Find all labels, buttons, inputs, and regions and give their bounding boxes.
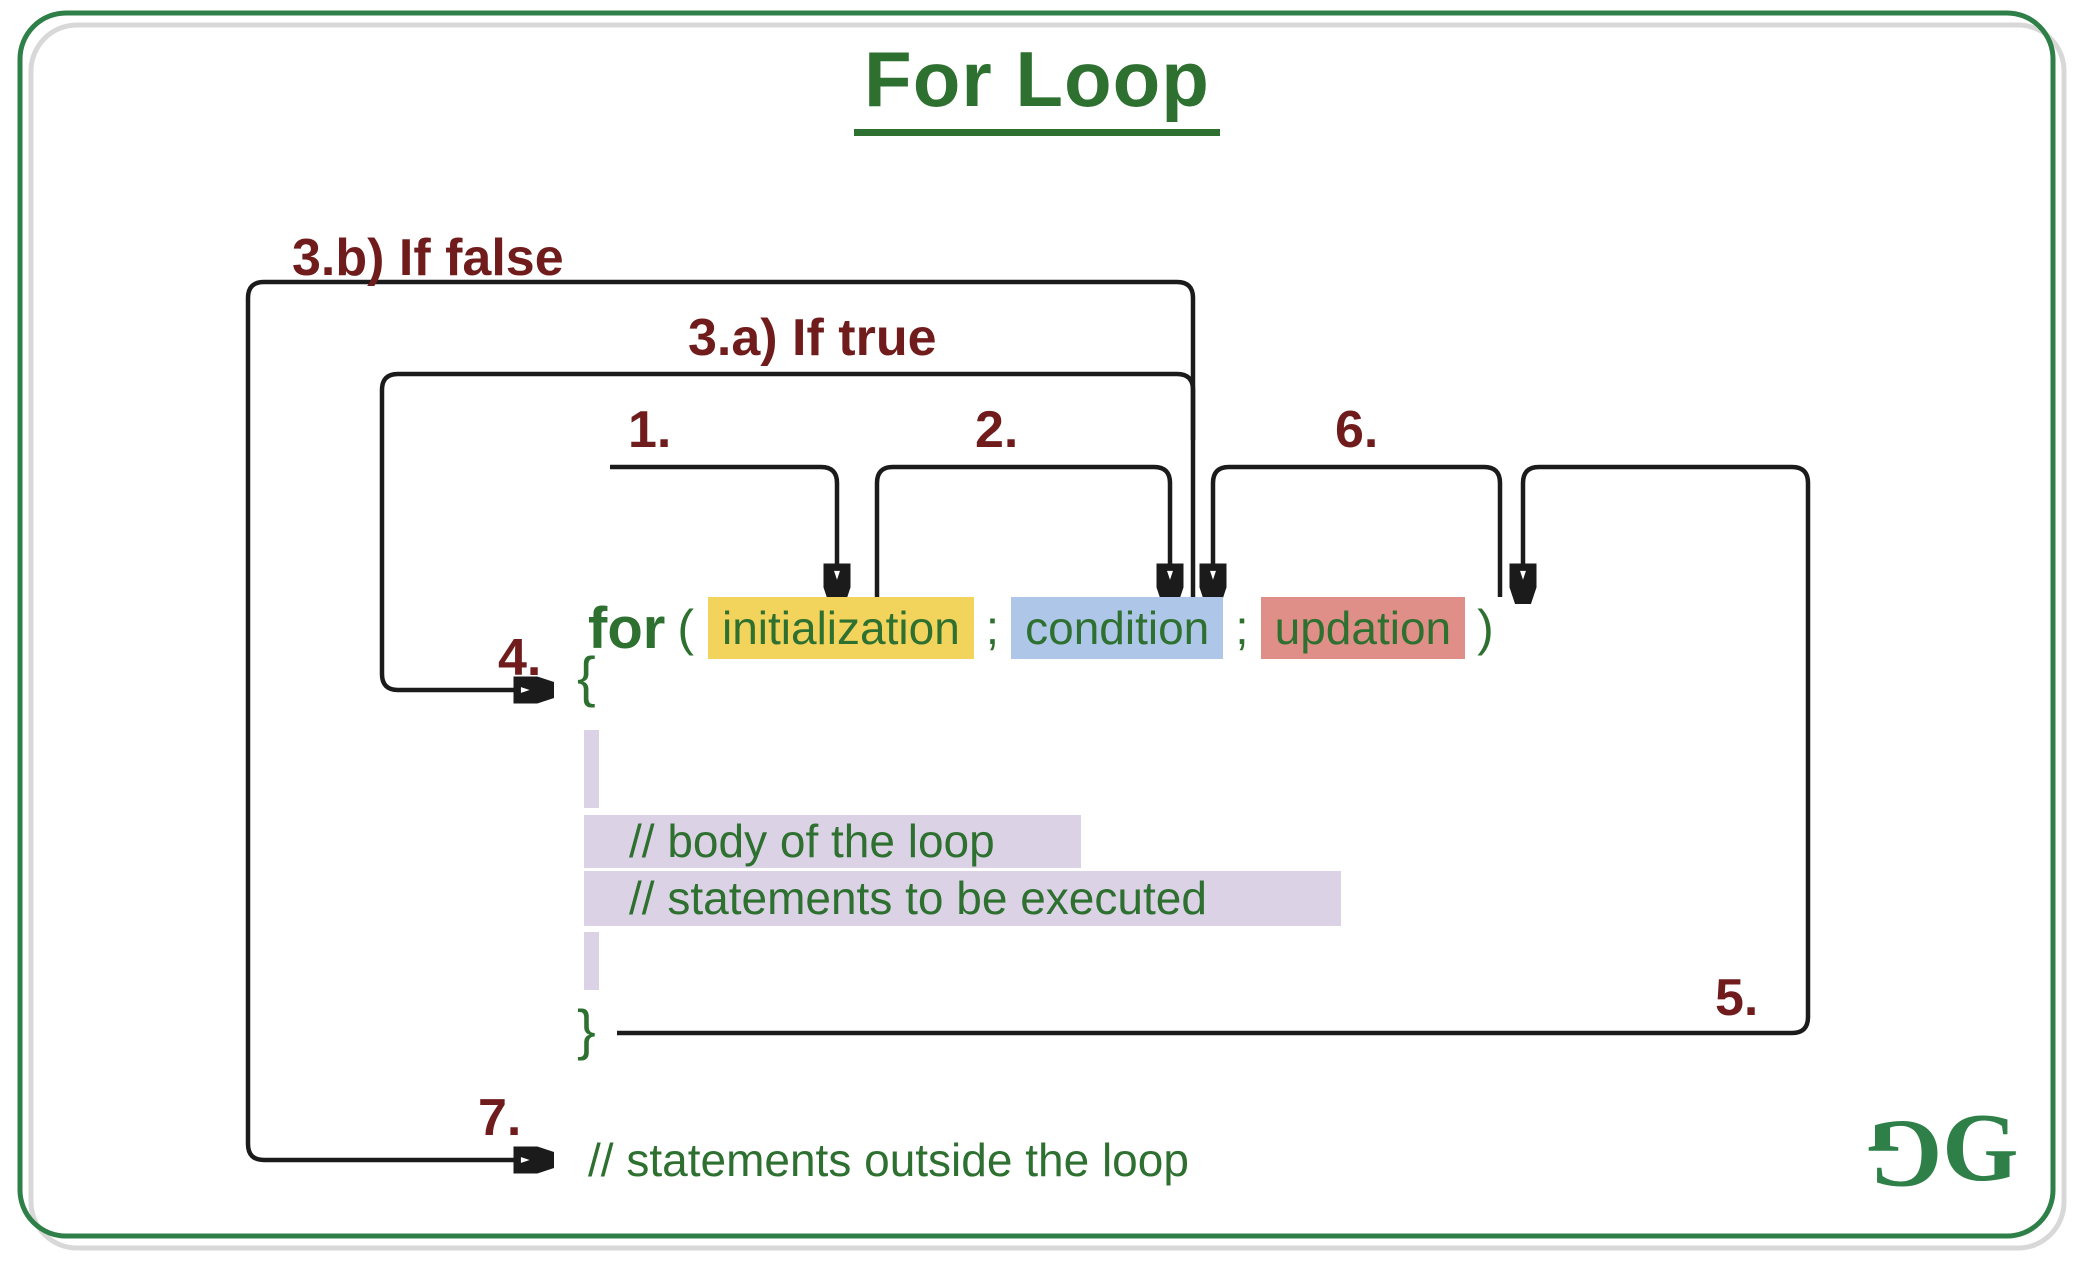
flow-step5-line bbox=[617, 464, 1811, 1036]
flow-step2-line bbox=[874, 464, 1170, 597]
step-3a-label: 3.a) If true bbox=[688, 309, 937, 367]
step-4-label: 4. bbox=[498, 629, 542, 687]
body-comment-line-1: // body of the loop bbox=[584, 815, 1081, 868]
close-brace: } bbox=[577, 998, 596, 1061]
step-1-label: 1. bbox=[628, 401, 672, 459]
gfg-logo: GG bbox=[1872, 1092, 2018, 1208]
flow-if-true-line bbox=[379, 371, 1196, 690]
flow-step6-line bbox=[1213, 464, 1503, 597]
logo-g-right-icon: G bbox=[1942, 1094, 2018, 1202]
flow-if-false-line bbox=[245, 279, 1196, 1160]
semicolon-2: ; bbox=[1235, 601, 1249, 655]
outside-comment: // statements outside the loop bbox=[588, 1134, 1189, 1186]
card-green-border bbox=[17, 10, 2056, 1239]
semicolon-1: ; bbox=[985, 601, 1000, 655]
card-shadow-border bbox=[28, 22, 2067, 1251]
page-title-text: For Loop bbox=[854, 34, 1220, 136]
step-5-label: 5. bbox=[1715, 969, 1759, 1027]
step-6-label: 6. bbox=[1335, 401, 1379, 459]
for-keyword: for bbox=[588, 595, 666, 661]
condition-highlight: condition bbox=[1011, 597, 1224, 659]
step-7-label: 7. bbox=[478, 1089, 522, 1147]
for-statement: for ( initialization ; condition ; updat… bbox=[588, 595, 1494, 661]
body-empty-line-bottom bbox=[584, 932, 599, 990]
step-2-label: 2. bbox=[975, 401, 1019, 459]
body-empty-line-top bbox=[584, 730, 599, 808]
initialization-highlight: initialization bbox=[707, 597, 974, 659]
updation-highlight: updation bbox=[1260, 597, 1466, 659]
flow-step1-line bbox=[610, 464, 837, 565]
step-3b-label: 3.b) If false bbox=[292, 229, 564, 287]
body-comment-line-2: // statements to be executed bbox=[584, 871, 1341, 926]
open-brace: { bbox=[577, 645, 596, 708]
open-paren: ( bbox=[677, 600, 694, 656]
logo-g-left-icon: G bbox=[1872, 1100, 1943, 1208]
page-title: For Loop bbox=[0, 34, 2074, 136]
close-paren: ) bbox=[1477, 600, 1494, 656]
